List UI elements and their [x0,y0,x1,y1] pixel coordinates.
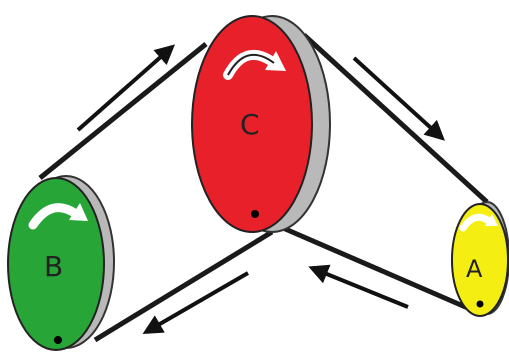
direction-arrows [76,44,445,335]
belt-b-c-top [38,42,208,180]
pulley-a-label: A [466,255,483,283]
pulley-a-dot [476,300,484,308]
arrow-down-right-icon [352,56,445,141]
pulley-c-dot [251,210,259,218]
arrow-left-icon [308,264,409,309]
belt-c-a-top [302,33,489,204]
rotation-arrowhead-icon [485,214,498,226]
rotation-arrowhead-icon [265,51,286,71]
rotation-arrow-icon [28,203,81,230]
pulley-a: A [451,201,509,317]
pulley-b-dot [54,336,62,344]
pulley-b: B [7,175,115,351]
belt-b-c-bottom [93,229,274,343]
rotation-arrowhead-icon [69,203,88,221]
arrow-up-right-icon [76,44,175,132]
pulley-b-label: B [44,250,63,283]
pulley-c-label: C [240,108,260,141]
belts [38,33,489,343]
pulley-c: C [191,15,331,233]
arrow-down-left-icon [142,271,250,335]
pulley-a-face [451,203,509,317]
belt-c-a-bottom [282,225,478,315]
rotation-arrow-icon [459,213,494,232]
